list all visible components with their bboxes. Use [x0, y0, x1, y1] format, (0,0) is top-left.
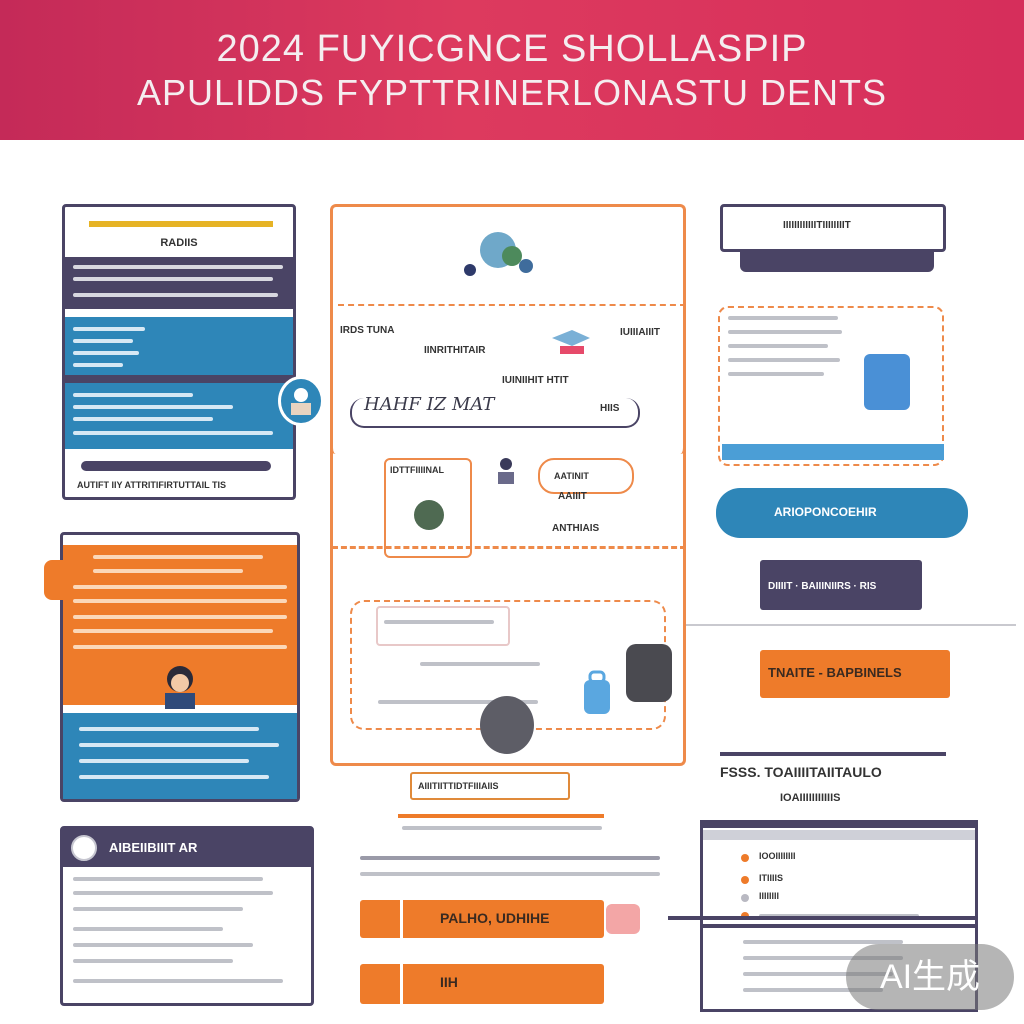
center-label-mid: IINRITHITAIR — [424, 345, 486, 356]
right-bottom-header: FSSS. TOAIIIITAIITAULO IOAIIIIIIIIIIIS — [720, 752, 946, 810]
round-device-icon — [480, 696, 534, 754]
center-bottom-label: AIIITIITTIDTFIIIAIIS — [418, 781, 499, 791]
right-orange-pill-label: TNAITE - BAPBINELS — [768, 665, 902, 680]
left-top-card-blue-band — [65, 317, 293, 449]
left-top-card-heading: RADIIS — [160, 237, 198, 249]
badge-icon — [71, 835, 97, 861]
left-top-card-footer: AUTIFT IIY ATTRITIFIRTUTTAIL TIS — [77, 480, 226, 490]
center-box-left-label: IDTTFIIIINAL — [390, 465, 444, 475]
globe-people-icon — [460, 226, 536, 280]
left-bottom-card-header: AIBEIIBIIIT AR — [63, 829, 311, 867]
center-bottom-frame — [330, 566, 686, 766]
right-bottom-row-3: IIIIIIII — [759, 891, 780, 901]
center-sub-label-2: ANTHIAIS — [552, 523, 600, 534]
person-sitting-icon — [278, 376, 324, 426]
right-bottom-row-2: ITIIIIS — [759, 873, 784, 883]
left-top-card-navy-band — [65, 257, 293, 309]
left-middle-card — [60, 532, 300, 802]
center-bottom-label-box: AIIITIITTIDTFIIIAIIS — [410, 772, 570, 800]
banner-title-line1: 2024 FUYICGNCE SHOLLASPIP — [216, 28, 808, 70]
right-blue-pill-label: ARIOPONCOEHIR — [774, 505, 877, 519]
right-top-header-label: IIIIIIIIIIIITIIIIIIIIT — [783, 220, 851, 231]
center-handwritten-label: HAHF IZ MAT — [364, 394, 495, 415]
right-bottom-row-1: IOOIIIIIIII — [759, 851, 796, 861]
right-top-header-card: IIIIIIIIIIIITIIIIIIIIT — [720, 204, 946, 252]
right-blue-pill[interactable]: ARIOPONCOEHIR — [716, 488, 968, 538]
right-orange-pill[interactable]: TNAITE - BAPBINELS — [760, 650, 950, 698]
left-bottom-card-heading: AIBEIIBIIIT AR — [109, 840, 198, 855]
bag-icon — [626, 644, 672, 702]
center-tag-right: HIIS — [600, 403, 620, 414]
center-orange-pill-2[interactable]: IIH — [360, 964, 604, 1004]
center-orange-pill-label: PALHO, UDHIHE — [440, 910, 550, 926]
left-bottom-card: AIBEIIBIIIT AR — [60, 826, 314, 1006]
person-icon — [494, 456, 518, 486]
center-label-sub: IUINIIHIT HTIT — [502, 375, 569, 386]
backpack-icon — [580, 670, 614, 716]
books-icon — [548, 328, 594, 360]
lightbulb-icon — [414, 500, 444, 530]
center-top-frame — [330, 204, 686, 454]
center-label-right: IUIIIAIIIT — [620, 327, 660, 338]
center-box-right: AATINIT — [538, 458, 634, 494]
header-banner: 2024 FUYICGNCE SHOLLASPIP APULIDDS FYPTT… — [0, 0, 1024, 140]
camera-icon — [606, 904, 640, 934]
center-orange-pill[interactable]: PALHO, UDHIHE — [360, 900, 604, 938]
banner-title-line2: APULIDDS FYPTTRINERLONASTU DENTS — [136, 72, 888, 113]
right-screen-card — [718, 306, 944, 466]
student-avatar-icon — [157, 661, 203, 709]
center-label-left: IRDS TUNA — [340, 325, 395, 336]
right-navy-strip-label: DIIIIT · BAIIINIIRS · RIS — [768, 581, 877, 592]
clipboard-icon — [864, 354, 910, 410]
left-middle-blue-panel — [63, 713, 297, 799]
center-box-left: IDTTFIIIINAL — [384, 458, 472, 558]
right-bottom-header-line1: FSSS. TOAIIIITAIITAULO — [720, 764, 882, 780]
center-sub-label-1: AAIIIT — [558, 491, 587, 502]
center-orange-pill-2-label: IIH — [440, 974, 458, 990]
right-navy-strip: DIIIIT · BAIIINIIRS · RIS — [760, 560, 922, 610]
ai-generated-watermark: AI生成 — [846, 944, 1014, 1010]
center-box-right-label: AATINIT — [554, 471, 589, 481]
left-top-card: RADIIS AUTIFT IIY ATTRITIFIRTUTTAIL TIS — [62, 204, 296, 500]
center-middle-frame — [330, 416, 686, 566]
right-bottom-header-line2: IOAIIIIIIIIIIIS — [780, 792, 841, 804]
